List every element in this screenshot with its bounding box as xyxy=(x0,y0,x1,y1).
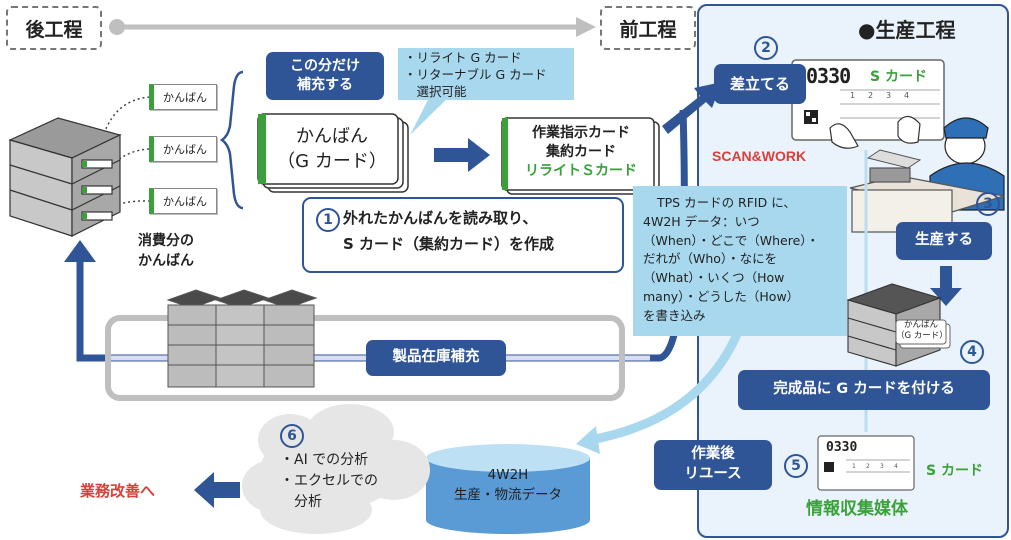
step1-frame xyxy=(302,197,624,273)
svg-text:3: 3 xyxy=(886,91,891,100)
work-card-line-2: 集約カード xyxy=(546,143,616,160)
rfid-line-1: TPS カードの RFID に、 xyxy=(657,195,796,210)
options-note-tail xyxy=(410,96,450,135)
replenish-line-2: 補充する xyxy=(297,77,353,93)
step4-number: 4 xyxy=(960,340,984,364)
arrow-to-dispatch xyxy=(662,82,722,134)
arrow-to-work-card xyxy=(434,138,490,172)
replenish-line-1: この分だけ xyxy=(290,58,360,75)
inventory-replenish-label: 製品在庫補充 xyxy=(366,340,506,376)
workbench xyxy=(849,167,1005,233)
timeline-arrowhead xyxy=(576,17,596,37)
arrow-down-produce xyxy=(930,266,962,306)
consumed-label-line-1: 消費分の xyxy=(138,233,194,249)
hand-shape-2 xyxy=(897,115,921,144)
analysis-line-2: ・エクセルでの xyxy=(280,473,378,489)
s-card-top-code: 0330 xyxy=(806,64,851,88)
rfid-line-4: だれが（Who）・なにを xyxy=(643,251,778,267)
rfid-line-6: many）・どうした（How） xyxy=(643,288,800,304)
replenish-callout: この分だけ 補充する xyxy=(266,52,384,100)
s-card-bottom-label: S カード xyxy=(926,463,983,479)
product-tag-text: かんばん （G カード） xyxy=(896,320,948,341)
svg-text:4: 4 xyxy=(904,91,909,100)
svg-text:2: 2 xyxy=(866,463,870,470)
dotted-link-1 xyxy=(99,96,151,149)
kanban-brace xyxy=(219,70,244,210)
svg-text:4: 4 xyxy=(894,463,898,470)
data-flow-arrowhead xyxy=(576,426,600,454)
card-options-note: ・リライト G カード ・リターナブル G カード 選択可能 xyxy=(398,48,574,100)
step3-produce-label: 生産する xyxy=(896,222,992,260)
g-card-line-1: かんばん xyxy=(296,126,368,147)
g-card-text: かんばん （G カード） xyxy=(266,124,398,174)
option-line-2: ・リターナブル G カード xyxy=(404,66,547,82)
hand-shape xyxy=(829,123,859,149)
stage-rear: 後工程 xyxy=(6,6,102,50)
work-card-line-1: 作業指示カード xyxy=(532,125,630,141)
kanban-tag-1: かんばん xyxy=(149,84,217,110)
analysis-line-3: 分析 xyxy=(280,494,322,510)
kanban-tag-3: かんばん xyxy=(149,188,217,214)
s-card-top-label: S カード xyxy=(870,69,927,85)
rfid-line-2: 4W2H データ：いつ xyxy=(643,213,760,229)
svg-text:3: 3 xyxy=(880,463,884,470)
product-tag-line-1: かんばん xyxy=(903,320,938,330)
step3-number: 3 xyxy=(976,192,1000,216)
rfid-line-3: （When）・どこで（Where）・ xyxy=(643,232,820,248)
database-line-2: 生産・物流データ xyxy=(454,486,562,503)
stage-front: 前工程 xyxy=(600,6,696,50)
analysis-line-1: ・AI での分析 xyxy=(280,452,369,468)
s-card-bottom: 1 2 3 4 xyxy=(817,435,915,491)
data-flow-arrow xyxy=(589,330,743,445)
g-card-line-2: （G カード） xyxy=(277,151,387,173)
analysis-cloud xyxy=(242,404,430,534)
info-medium-caption: 情報収集媒体 xyxy=(806,499,908,519)
step1-line-2: S カード（集約カード）を作成 xyxy=(343,234,555,253)
arrow-to-improvement xyxy=(194,472,240,508)
product-tag-line-2: （G カード） xyxy=(896,330,948,341)
svg-text:2: 2 xyxy=(868,91,873,100)
step1-number: 1 xyxy=(316,208,340,232)
scan-and-work-label: SCAN&WORK xyxy=(712,148,807,164)
step5-line-2: リユース xyxy=(684,466,742,482)
s-card-bottom-code: 0330 xyxy=(826,440,858,455)
step1-text: 外れたかんばんを読み取り、 S カード（集約カード）を作成 xyxy=(343,206,554,257)
consumed-bins xyxy=(8,117,122,237)
work-card-accent: リライトＳカード xyxy=(525,162,637,179)
loop-arrowhead xyxy=(64,240,96,262)
analysis-text: ・AI での分析 ・エクセルでの 分析 xyxy=(280,450,378,513)
step2-number: 2 xyxy=(754,36,778,60)
svg-text:1: 1 xyxy=(852,463,856,470)
consumed-label-line-2: かんばん xyxy=(138,252,194,269)
g-card-stripe xyxy=(258,114,266,184)
consumed-kanban-label: 消費分の かんばん xyxy=(138,232,194,271)
step5-reuse-label: 作業後 リユース xyxy=(654,440,772,490)
work-card-text: 作業指示カード 集約カード リライトＳカード xyxy=(508,124,654,181)
step5-number: 5 xyxy=(784,454,808,478)
improvement-label: 業務改善へ xyxy=(80,482,156,500)
database-line-1: 4W2H xyxy=(487,467,529,483)
reader-stand xyxy=(866,149,922,169)
rfid-data-note: TPS カードの RFID に、 4W2H データ：いつ （When）・どこで（… xyxy=(633,186,847,336)
step2-dispatch-label: 差立てる xyxy=(714,64,806,104)
step1-line-1: 外れたかんばんを読み取り、 xyxy=(343,209,538,227)
database-text: 4W2H 生産・物流データ xyxy=(428,466,588,505)
rfid-line-5: （What）・いくつ（How xyxy=(643,270,785,285)
inventory-stacks xyxy=(166,289,318,388)
step6-number: 6 xyxy=(280,424,304,448)
step4-attach-label: 完成品に G カードを付ける xyxy=(738,370,990,410)
option-line-1: ・リライト G カード xyxy=(404,50,522,65)
work-card-stripe xyxy=(502,118,508,190)
inventory-frame xyxy=(105,315,625,401)
option-line-3: 選択可能 xyxy=(404,83,467,99)
svg-text:1: 1 xyxy=(850,91,855,100)
product-tag-front xyxy=(895,319,947,345)
rfid-line-7: を書き込み xyxy=(643,307,706,323)
kanban-tag-2: かんばん xyxy=(149,136,217,162)
step5-line-1: 作業後 xyxy=(691,446,735,463)
database-cylinder xyxy=(426,444,590,534)
production-title: ●生産工程 xyxy=(858,18,956,42)
